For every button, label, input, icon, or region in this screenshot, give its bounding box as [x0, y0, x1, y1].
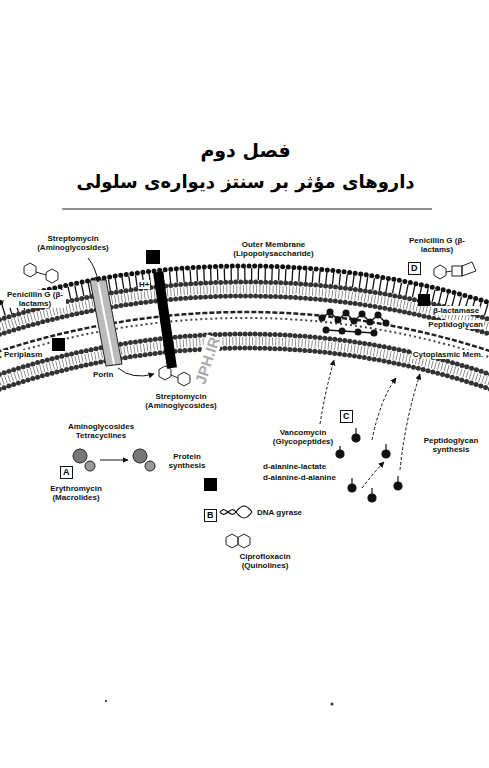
- subunit: [323, 327, 330, 334]
- panel-letter-box: B: [204, 509, 217, 522]
- panel-letter-box: A: [60, 466, 73, 479]
- molecule-ring: [46, 269, 58, 283]
- molecule-bond: [36, 272, 46, 275]
- structure-label: Porin: [92, 370, 114, 379]
- crosslink-chain: [326, 330, 374, 333]
- drug-label: Erythromycin (Macrolides): [40, 484, 112, 502]
- ribosome-large: [133, 449, 147, 463]
- cytoplasmic-membrane-heads: [0, 334, 489, 378]
- synthesis-path-arrow: [320, 360, 334, 424]
- drug-label: Vancomycin (Glycopeptides): [262, 428, 344, 446]
- structure-label: Outer Membrane (Lipopolysaccharide): [220, 240, 327, 258]
- molecule-bond: [446, 271, 452, 272]
- peptidoglycan-precursors: [336, 428, 402, 502]
- precursor-head: [394, 482, 402, 490]
- subunit: [383, 320, 390, 327]
- panel-letter-box: C: [340, 410, 353, 423]
- porin-pore: [98, 282, 114, 364]
- process-arrow: [100, 460, 128, 461]
- panel-letter: C: [343, 411, 350, 421]
- scan-speck: [331, 703, 334, 706]
- ribosome-small: [85, 461, 95, 471]
- structure-label: Cytoplasmic Mem.: [412, 350, 484, 359]
- subunit: [351, 318, 358, 325]
- black-marker: [146, 250, 160, 264]
- porin-channel: [90, 280, 122, 366]
- peptidoglycan-subunits: [319, 309, 390, 337]
- chapter-subtitle: داروهای مؤثر بر سنتز دیواره‌ی سلولی: [0, 172, 489, 193]
- ribosome-large: [73, 449, 87, 463]
- molecule-ring: [462, 262, 476, 276]
- drug-label: Penicillin G (β-lactams): [405, 236, 469, 254]
- drug-label: Streptomycin (Aminoglycosides): [140, 392, 222, 410]
- molecule-ring: [434, 265, 446, 279]
- synthesis-path-arrow: [372, 378, 396, 440]
- subunit: [335, 317, 342, 324]
- title-rule: [62, 209, 432, 210]
- process-label: Peptidoglycan synthesis: [418, 436, 484, 454]
- molecule-ring: [226, 534, 238, 548]
- subunit: [375, 312, 382, 319]
- cytoplasmic-membrane-heads: [0, 348, 489, 393]
- dna-strand: [220, 506, 252, 514]
- proton-pump: [158, 272, 172, 368]
- subunit: [367, 319, 374, 326]
- subunit: [343, 310, 350, 317]
- synthesis-path-arrow: [362, 462, 384, 488]
- panel-letter-box: D: [408, 262, 421, 275]
- drug-label: Streptomycin (Aminoglycosides): [32, 234, 114, 252]
- subunit: [339, 328, 346, 335]
- precursor-head: [348, 484, 356, 492]
- precursor-head: [368, 494, 376, 502]
- precursor-head: [336, 450, 344, 458]
- drug-path-arrow: [88, 258, 98, 282]
- synthesis-path-arrow: [400, 374, 420, 470]
- drug-label: Penicillin G (β-lactams): [4, 290, 66, 308]
- structure-label: Peptidoglycan: [427, 320, 484, 329]
- black-marker: [204, 478, 217, 491]
- precursor-head: [382, 450, 390, 458]
- watermark: JPH.IR: [191, 334, 223, 387]
- drug-label: Ciprofloxacin (Quinolines): [228, 552, 302, 570]
- panel-letter: D: [411, 263, 418, 273]
- panel-letter: B: [207, 510, 214, 520]
- panel-letter: A: [63, 467, 70, 477]
- molecule-ring: [238, 534, 250, 548]
- structure-label: Periplasm: [3, 350, 43, 359]
- dna-strand: [220, 510, 252, 518]
- molecule-ring: [178, 372, 190, 386]
- enzyme-label: DNA gyrase: [256, 508, 303, 517]
- ion-label: H+: [138, 280, 150, 289]
- beta-lactam-ring: [452, 266, 462, 276]
- precursor-head: [352, 434, 360, 442]
- molecule-ring: [159, 366, 171, 380]
- scan-speck: [105, 700, 107, 702]
- subunit: [371, 330, 378, 337]
- subunit: [359, 311, 366, 318]
- molecule-label: d-alanine-d-alanine: [262, 473, 337, 482]
- black-marker: [52, 338, 65, 351]
- subunit: [319, 315, 326, 322]
- subunit: [327, 309, 334, 316]
- molecule-label: d-alanine-lactate: [262, 462, 327, 471]
- drug-path-arrow: [118, 368, 154, 376]
- molecule-bond: [171, 375, 178, 378]
- drug-label: Aminoglycosides Tetracyclines: [60, 422, 142, 440]
- enzyme-label: β-lactamase: [432, 306, 480, 315]
- chapter-title: فصل دوم: [0, 140, 489, 162]
- subunit: [355, 329, 362, 336]
- ribosome-small: [145, 461, 155, 471]
- black-marker: [418, 294, 430, 306]
- process-label: Protein synthesis: [162, 452, 212, 470]
- molecule-ring: [24, 263, 36, 277]
